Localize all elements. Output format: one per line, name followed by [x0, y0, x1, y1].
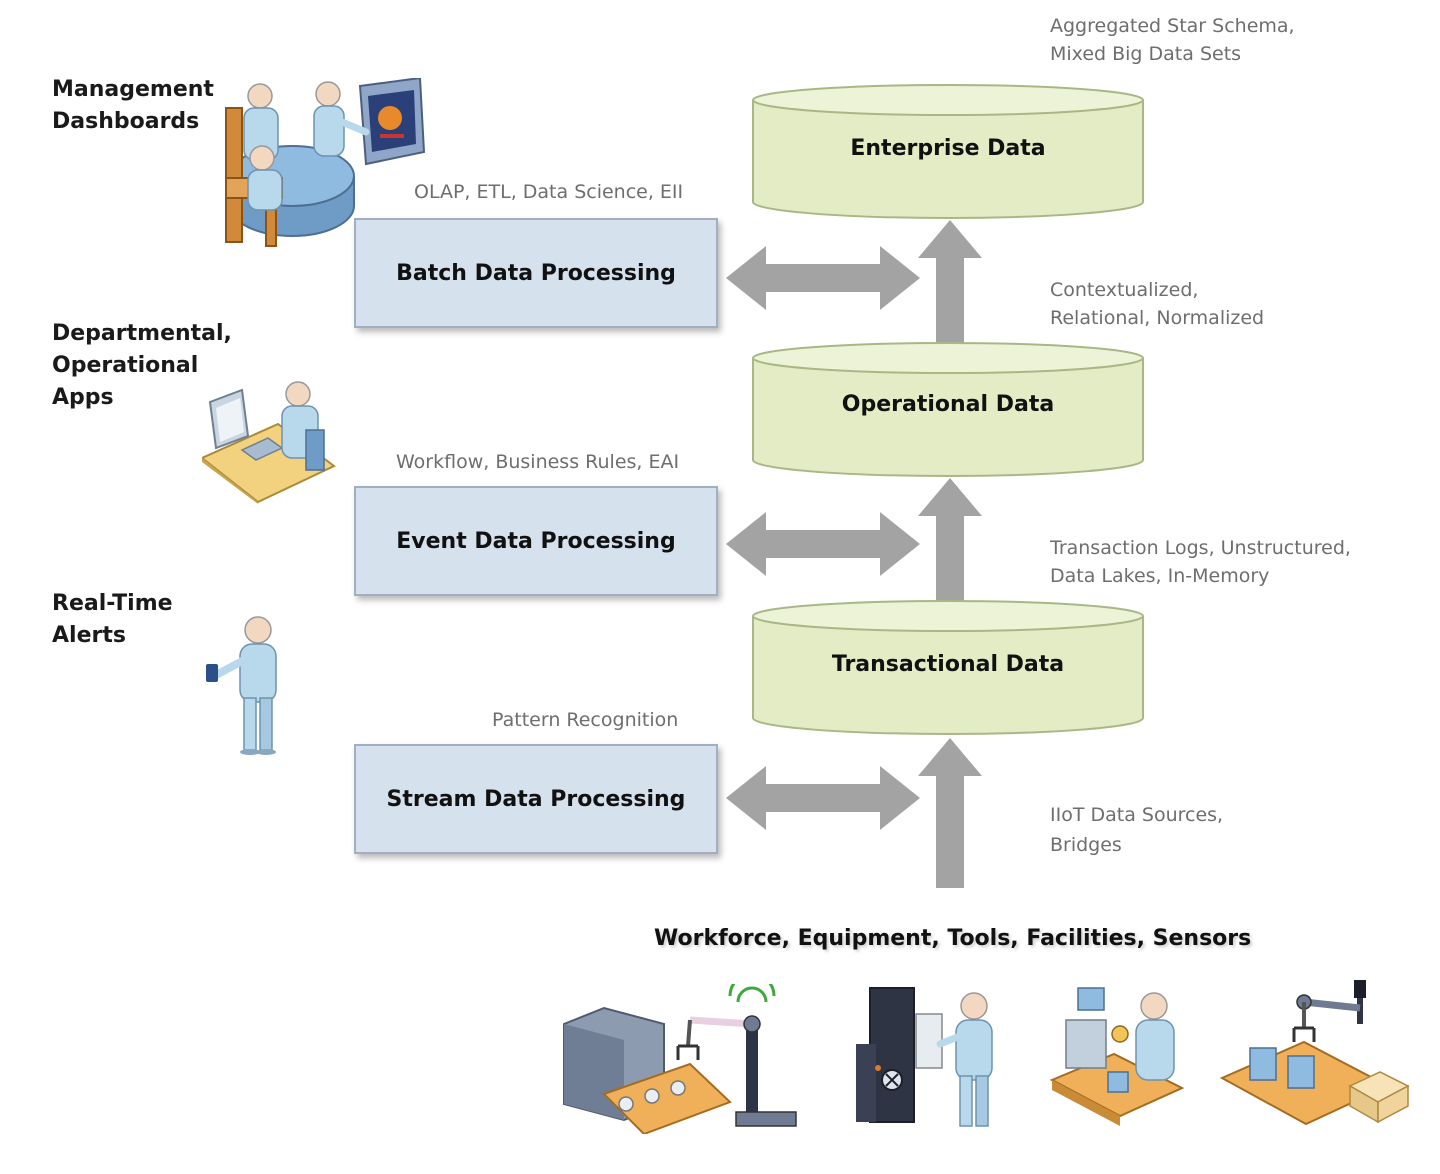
operational-data-cylinder: Operational Data: [752, 342, 1144, 478]
note-transactional-data: Transaction Logs, Unstructured, Data Lak…: [1050, 537, 1351, 587]
conveyor-robot-arm-icon: [563, 984, 797, 1134]
person-with-phone-icon: [206, 616, 277, 755]
double-arrow-stream: [726, 766, 920, 830]
workstation-desk-icon: [202, 381, 336, 504]
note-enterprise-data: Aggregated Star Schema, Mixed Big Data S…: [1050, 15, 1295, 65]
stream-data-processing-label: Stream Data Processing: [386, 786, 686, 812]
batch-data-processing-label: Batch Data Processing: [396, 260, 676, 286]
note-batch-processing: OLAP, ETL, Data Science, EII: [414, 181, 684, 203]
transactional-data-cylinder: Transactional Data: [752, 600, 1144, 736]
note-iiot-sources: IIoT Data Sources, Bridges: [1050, 804, 1224, 856]
event-data-processing-box: Event Data Processing: [354, 486, 718, 596]
batch-data-processing-box: Batch Data Processing: [354, 218, 718, 328]
robotic-packaging-line-icon: [1219, 980, 1410, 1126]
label-management-dashboards: Management Dashboards: [52, 77, 214, 134]
double-arrow-batch: [726, 246, 920, 310]
double-arrow-event: [726, 512, 920, 576]
event-data-processing-label: Event Data Processing: [396, 528, 676, 554]
operational-data-cylinder-shape: [752, 342, 1144, 477]
note-operational-data: Contextualized, Relational, Normalized: [1050, 279, 1265, 329]
enterprise-data-cylinder: Enterprise Data: [752, 84, 1144, 220]
note-stream-processing: Pattern Recognition: [492, 709, 679, 731]
transactional-data-label: Transactional Data: [831, 652, 1065, 677]
machine-operator-icon: [856, 987, 993, 1127]
up-arrow-sources-to-transactional: [918, 738, 982, 888]
up-arrow-operational-to-enterprise: [918, 220, 982, 346]
assembly-station-icon: [1050, 987, 1184, 1126]
label-departmental-apps: Departmental, Operational Apps: [52, 321, 232, 410]
management-meeting-icon: [225, 78, 426, 247]
transactional-data-cylinder-shape: [752, 600, 1144, 735]
enterprise-data-cylinder-shape: [752, 84, 1144, 219]
sources-title: Workforce, Equipment, Tools, Facilities,…: [654, 926, 1252, 951]
enterprise-data-label: Enterprise Data: [850, 136, 1046, 161]
label-realtime-alerts: Real-Time Alerts: [52, 591, 173, 648]
stream-data-processing-box: Stream Data Processing: [354, 744, 718, 854]
up-arrow-transactional-to-operational: [918, 478, 982, 602]
note-event-processing: Workflow, Business Rules, EAI: [396, 451, 680, 473]
operational-data-label: Operational Data: [841, 392, 1055, 417]
